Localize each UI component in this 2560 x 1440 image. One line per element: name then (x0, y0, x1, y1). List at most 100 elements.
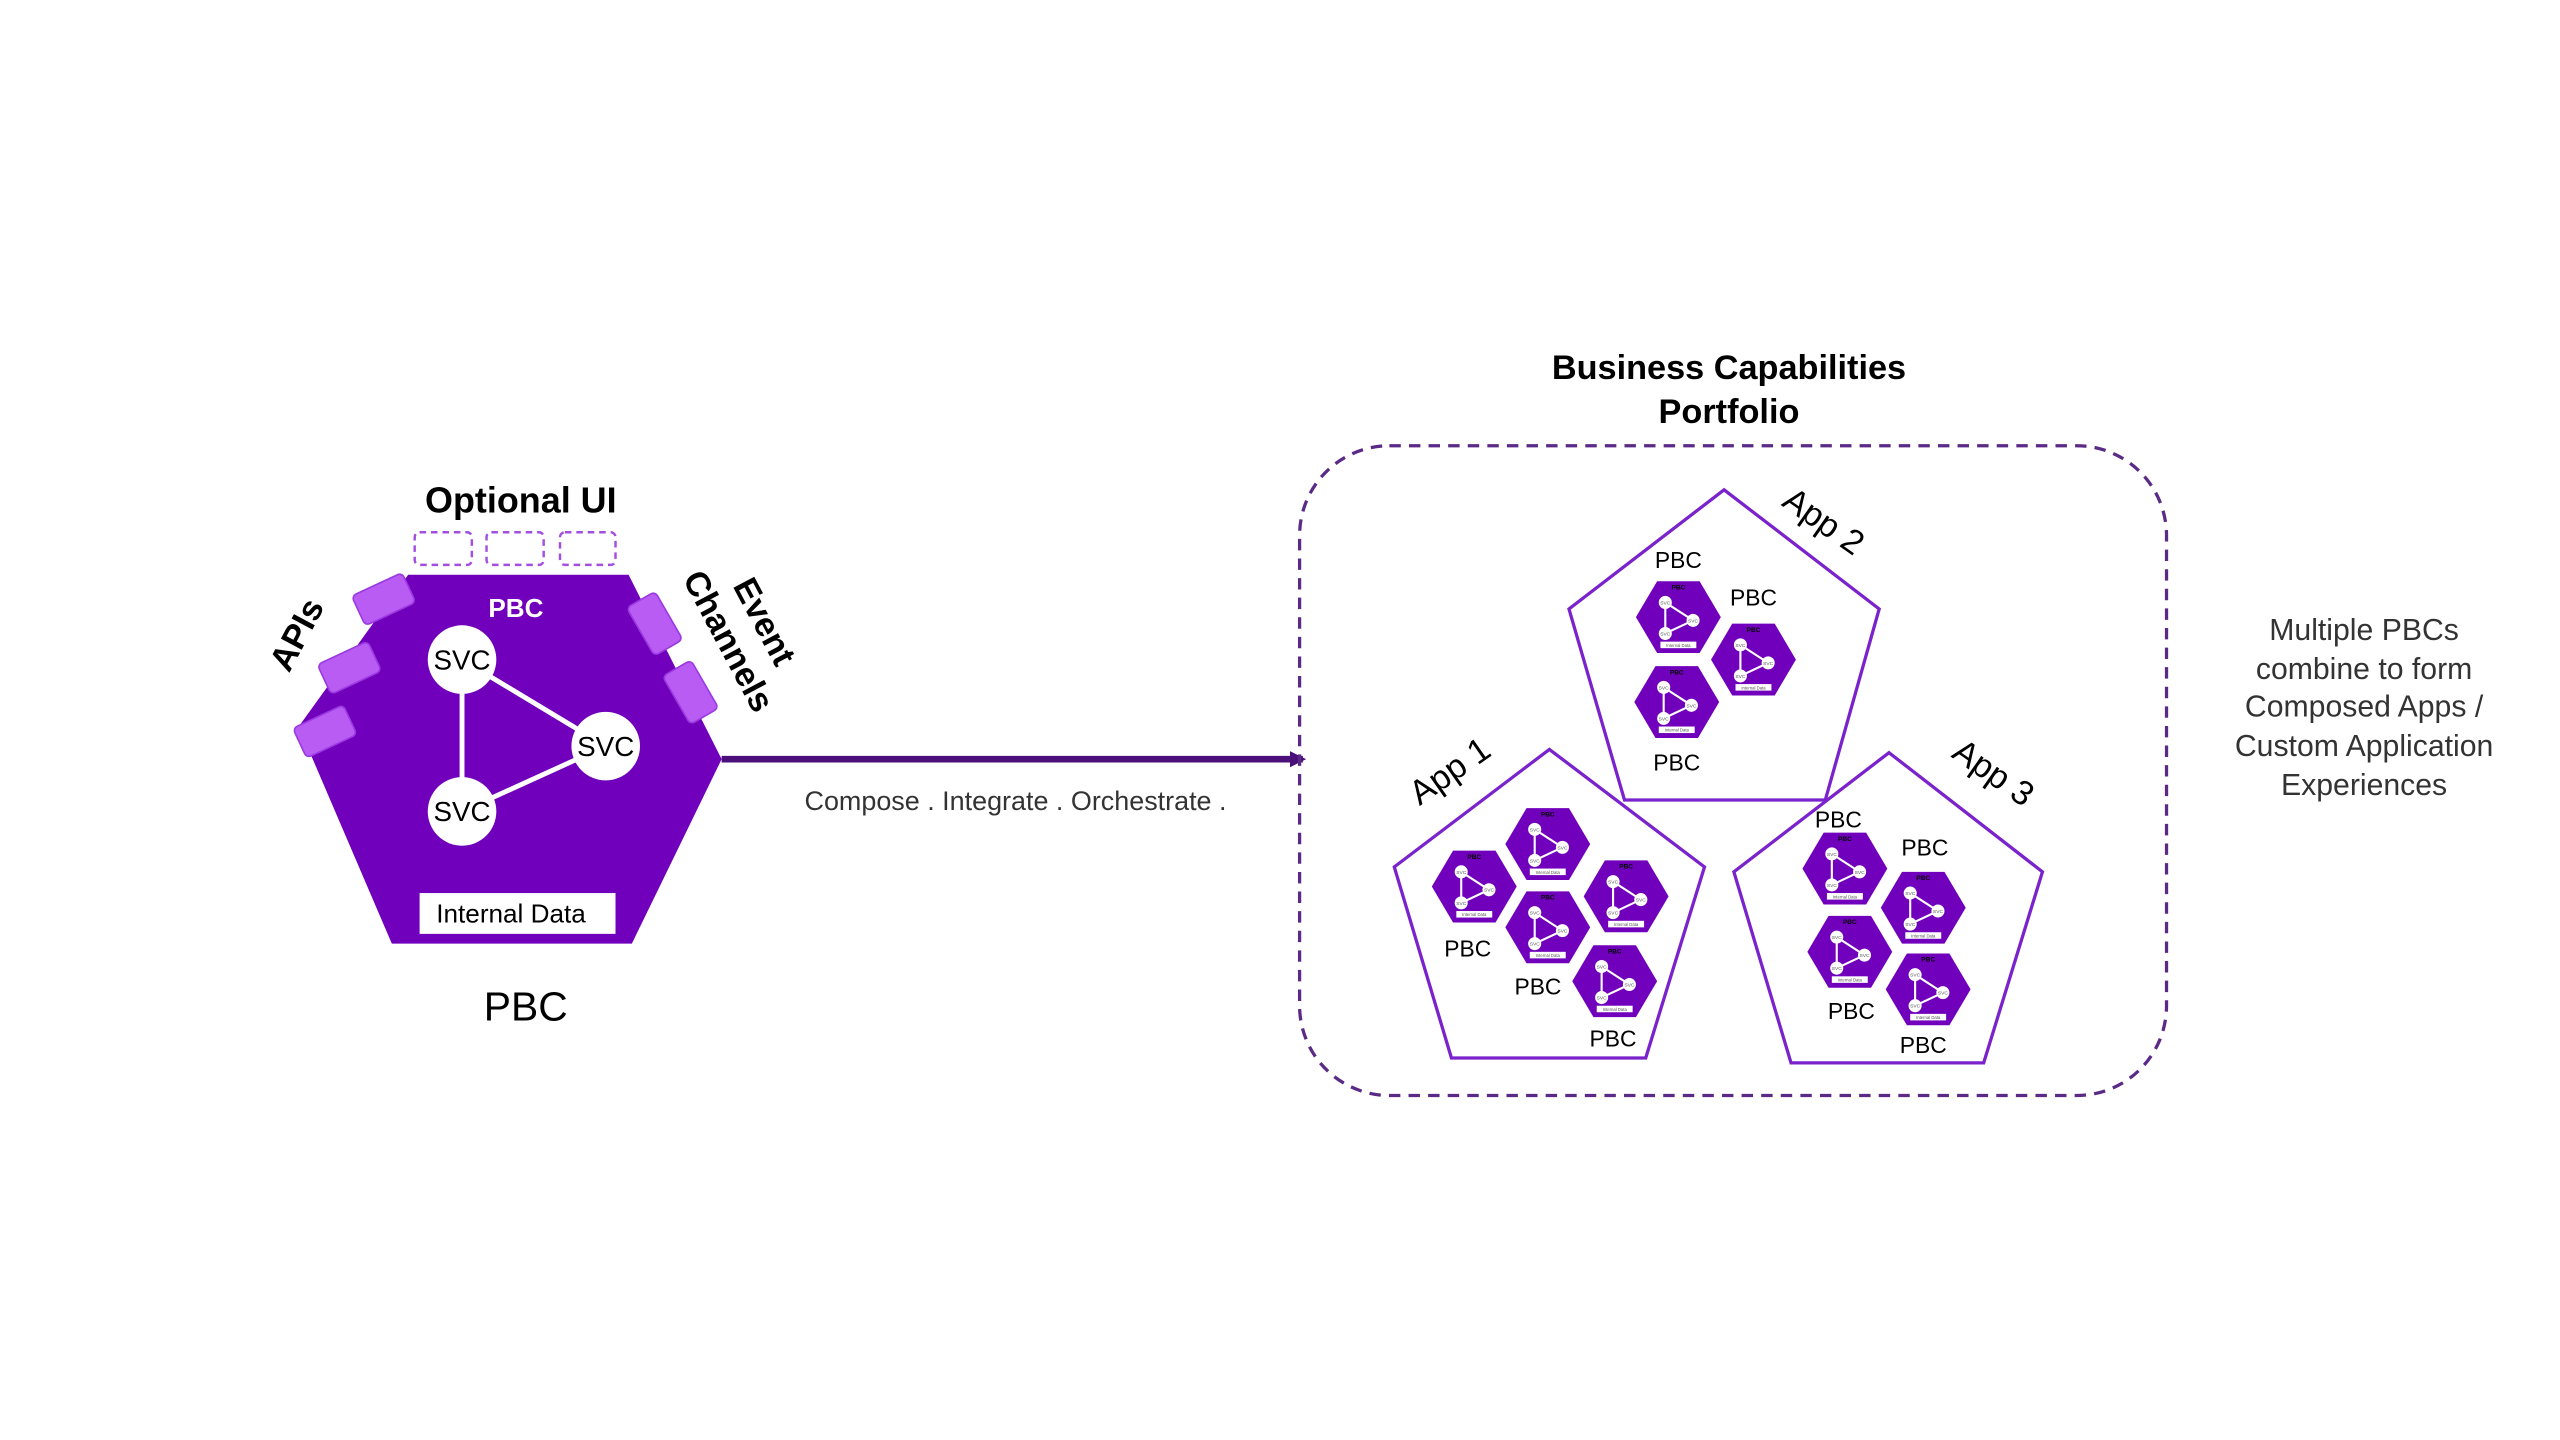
mini-svc-node (1830, 930, 1844, 944)
pbc-label: PBC (1815, 807, 1862, 833)
mini-pbc-hexagon (1634, 666, 1720, 738)
mini-internal-data-label: Internal Data (1462, 912, 1487, 917)
mini-svc-label: SVC (1530, 858, 1541, 864)
pbc-hexagon (298, 574, 722, 944)
mini-svc-node (1595, 991, 1609, 1005)
mini-pbc-hexagon (1885, 953, 1971, 1026)
mini-svc-node (1606, 906, 1620, 920)
mini-internal-data-box (1831, 976, 1868, 983)
mini-pbc-hexagon (1635, 581, 1721, 654)
mini-svc-label: SVC (1832, 935, 1843, 941)
portfolio-boundary (1297, 444, 2169, 1098)
mini-internal-data-box (1905, 932, 1942, 939)
mini-svc-node (1657, 711, 1671, 725)
mini-svc-label: SVC (1659, 716, 1670, 722)
mini-pbc-hexagon (1505, 808, 1591, 880)
optional-ui-slot (485, 531, 545, 567)
mini-svc-label: SVC (1910, 973, 1921, 979)
mini-svc-label: SVC (1456, 870, 1467, 876)
mini-internal-data-box (1529, 868, 1566, 876)
mini-svc-label: SVC (1659, 685, 1670, 691)
optional-ui-slot (413, 531, 474, 567)
mini-internal-data-box (1529, 951, 1566, 959)
pbc-label: PBC (1655, 547, 1702, 573)
svc-node (427, 625, 497, 694)
mini-svc-label: SVC (1827, 852, 1838, 858)
mini-svc-node (1903, 917, 1917, 931)
app-pentagon (1567, 487, 1882, 802)
mini-svc-label: SVC (1735, 674, 1746, 680)
mini-internal-data-label: Internal Data (1603, 1007, 1628, 1012)
mini-svc-node (1658, 626, 1672, 640)
mini-pbc-hexagon (1583, 860, 1669, 933)
mini-internal-data-box (1826, 893, 1863, 900)
mini-svc-label: SVC (1484, 888, 1495, 894)
mini-svc-label: SVC (1938, 991, 1949, 997)
pbc-detail: Optional UI APIs Event Channels PBC SVC … (263, 480, 803, 1030)
mini-svc-label: SVC (1557, 845, 1568, 851)
mini-svc-label: SVC (1597, 996, 1608, 1002)
mini-svc-node (1622, 977, 1636, 992)
mini-pbc-hexagon (1431, 850, 1517, 923)
mini-svc-label: SVC (1660, 600, 1671, 606)
app-pentagon (1731, 750, 2045, 1065)
mini-pbc-hexagon (1505, 891, 1591, 964)
mini-internal-data-label: Internal Data (1536, 870, 1561, 875)
event-channel-port (663, 661, 718, 724)
mini-pbc-title: PBC (1619, 864, 1633, 871)
portfolio: Business Capabilities Portfolio App 1 PB… (1297, 349, 2169, 1098)
mini-svc-node (1658, 595, 1672, 609)
mini-svc-label: SVC (1530, 911, 1541, 917)
mini-svc-node (1903, 886, 1917, 900)
mini-svc-node (1606, 875, 1620, 889)
mini-svc-label: SVC (1686, 703, 1697, 709)
optional-ui-label: Optional UI (425, 480, 616, 521)
mini-svc-node (1595, 960, 1609, 974)
mini-internal-data-label: Internal Data (1536, 953, 1561, 958)
mini-svc-label: SVC (1456, 901, 1467, 907)
mini-pbc-title: PBC (1671, 584, 1685, 591)
mini-internal-data-box (1735, 684, 1772, 691)
mini-svc-node (1528, 822, 1542, 836)
side-note: Multiple PBCs combine to form Composed A… (2235, 614, 2493, 802)
mini-pbc-title: PBC (1843, 919, 1857, 926)
mini-internal-data-box (1596, 1005, 1633, 1013)
mini-internal-data-label: Internal Data (1911, 933, 1936, 938)
mini-svc-label: SVC (1855, 870, 1866, 876)
pbc-label: PBC (1900, 1032, 1947, 1058)
svc-label: SVC (577, 731, 634, 762)
event-channel-port (627, 592, 682, 655)
internal-data-label: Internal Data (436, 898, 586, 928)
mini-internal-data-label: Internal Data (1665, 728, 1690, 733)
mini-svc-node (1908, 999, 1922, 1013)
mini-svc-node (1528, 853, 1542, 867)
mini-internal-data-label: Internal Data (1916, 1015, 1941, 1020)
side-note-line: Composed Apps / (2245, 691, 2484, 724)
api-port (352, 573, 415, 625)
mini-internal-data-label: Internal Data (1614, 922, 1639, 927)
mini-svc-label: SVC (1608, 911, 1619, 917)
mini-svc-node (1686, 613, 1700, 627)
mini-svc-label: SVC (1636, 898, 1647, 904)
side-note-line: Custom Application (2235, 730, 2493, 763)
mini-internal-data-box (1608, 920, 1645, 928)
svc-node (427, 777, 497, 846)
mini-svc-label: SVC (1827, 883, 1838, 889)
pbc-label: PBC (1901, 835, 1948, 861)
mini-svc-node (1825, 847, 1839, 861)
pbc-label: PBC (1590, 1026, 1637, 1052)
mini-pbc-title: PBC (1838, 836, 1852, 843)
mini-pbc-hexagon (1880, 871, 1966, 944)
mini-pbc-hexagon (1711, 623, 1796, 696)
mini-svc-label: SVC (1905, 891, 1916, 897)
pbc-caption: PBC (484, 983, 568, 1029)
mini-svc-label: SVC (1660, 631, 1671, 637)
